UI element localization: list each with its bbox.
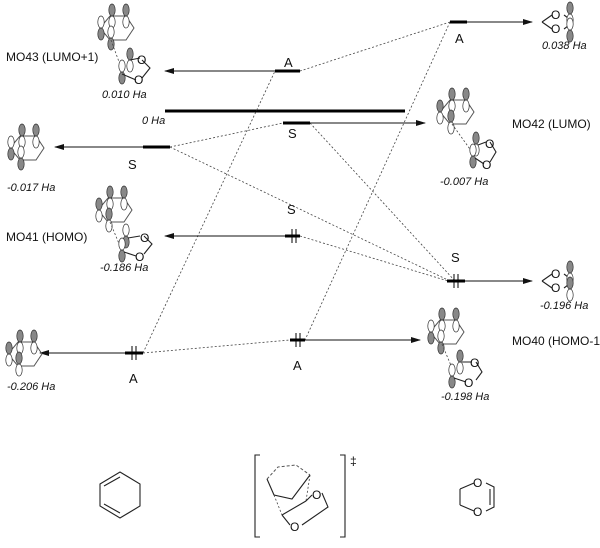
correlation-line — [304, 21, 451, 341]
electron-pair-icon — [295, 333, 301, 347]
mo42-energy: -0.007 Ha — [440, 176, 488, 188]
mo43-name: MO43 (LUMO+1) — [6, 50, 98, 64]
svg-text:O: O — [470, 356, 479, 370]
mo42-orbital-image: O O — [436, 87, 497, 172]
svg-text:O: O — [290, 520, 299, 534]
correlation-line — [299, 21, 451, 72]
arrows — [39, 19, 533, 356]
dioxole-upper-energy: 0.038 Ha — [542, 40, 587, 52]
energy-levels — [125, 20, 467, 355]
correlation-line — [169, 122, 284, 148]
svg-text:O: O — [551, 22, 560, 36]
electron-pair-icon — [453, 274, 459, 288]
dioxole-lower-orbital-image: O O — [541, 260, 574, 302]
mo40-energy: -0.198 Ha — [441, 391, 489, 403]
correlation-line — [299, 235, 449, 282]
correlation-line — [309, 122, 456, 282]
cyclohexadiene-upper-energy: -0.017 Ha — [7, 182, 55, 194]
mo41-energy: -0.186 Ha — [100, 262, 148, 274]
transition-state-mark: ‡ — [350, 454, 357, 468]
dioxole-structure: O O — [459, 476, 495, 519]
svg-text:O: O — [485, 137, 494, 151]
svg-text:O: O — [482, 158, 491, 172]
mo41-orbital-image: O O — [95, 185, 153, 264]
mo43-orbital-image: O O — [97, 3, 151, 87]
mo41-name: MO41 (HOMO) — [6, 230, 87, 244]
correlation-line — [169, 146, 451, 282]
svg-text:O: O — [134, 73, 143, 87]
svg-text:O: O — [551, 281, 560, 295]
symmetry-label: A — [455, 31, 464, 46]
svg-text:O: O — [135, 250, 144, 264]
svg-text:O: O — [464, 376, 473, 390]
cyclohexadiene-lower-energy: -0.206 Ha — [7, 381, 55, 393]
electron-pair-icon — [291, 229, 297, 243]
electron-pair-icon — [131, 346, 137, 360]
zero-energy-label: 0 Ha — [142, 115, 165, 127]
cyclohexadiene-upper-orbital-image — [7, 123, 45, 171]
symmetry-label: A — [293, 358, 302, 373]
electron-pairs — [131, 229, 459, 360]
mo40-name: MO40 (HOMO-1) — [512, 334, 600, 348]
dioxole-lower-energy: -0.196 Ha — [540, 300, 588, 312]
svg-text:O: O — [140, 231, 149, 245]
symmetry-label: A — [129, 371, 138, 386]
symmetry-label: A — [284, 55, 293, 70]
symmetry-label: S — [288, 126, 297, 141]
dioxole-upper-orbital-image: O O — [541, 1, 574, 43]
correlation-line — [142, 70, 276, 354]
correlation-lines — [142, 21, 456, 354]
correlation-line — [142, 339, 291, 354]
cyclohexadiene-lower-orbital-image — [5, 329, 43, 377]
symmetry-label: S — [451, 250, 460, 265]
svg-text:O: O — [312, 488, 321, 502]
symmetry-label: S — [287, 202, 296, 217]
mo40-orbital-image: O O — [427, 307, 483, 390]
svg-text:O: O — [551, 8, 560, 22]
symmetry-label: S — [128, 157, 137, 172]
svg-text:O: O — [551, 267, 560, 281]
svg-text:O: O — [473, 505, 482, 519]
mo43-energy: 0.010 Ha — [102, 89, 147, 101]
svg-text:O: O — [137, 53, 146, 67]
cyclohexadiene-structure — [99, 471, 141, 519]
mo42-name: MO42 (LUMO) — [512, 117, 591, 131]
svg-text:O: O — [473, 476, 482, 490]
transition-state-structure: O O ‡ — [254, 454, 357, 538]
